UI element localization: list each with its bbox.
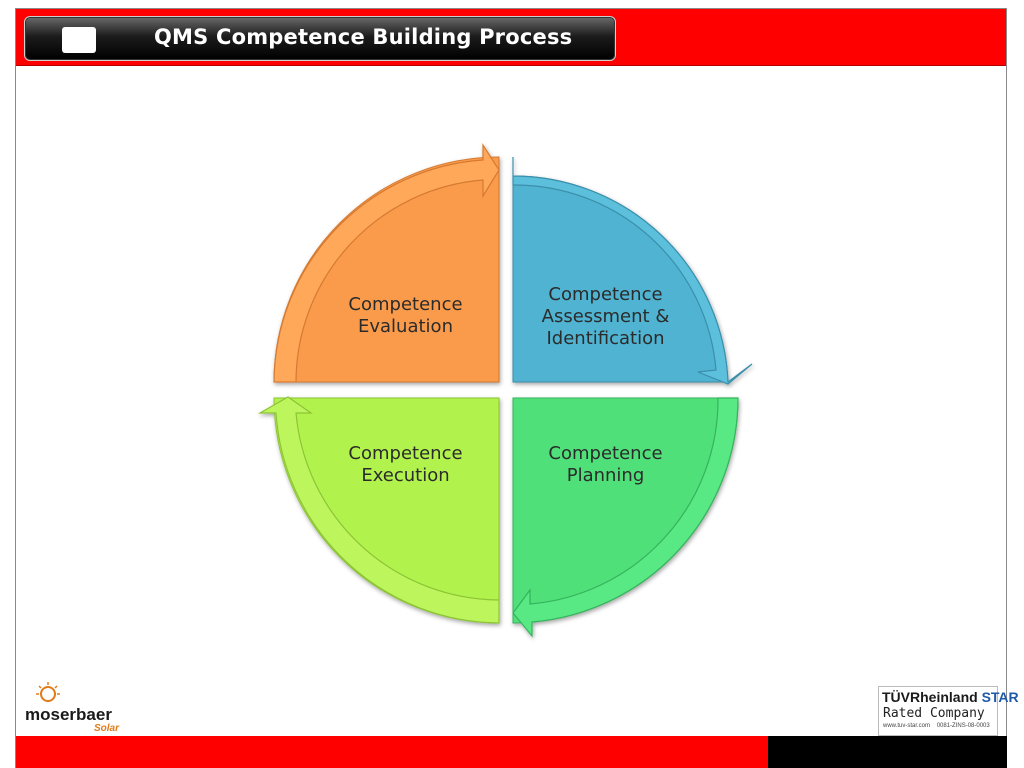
footer-black-bar xyxy=(768,736,1007,768)
label-assessment: Competence Assessment & Identification xyxy=(541,284,670,349)
label-planning: Competence Planning xyxy=(548,443,663,486)
moserbaer-wordmark: moserbaer xyxy=(25,705,112,724)
tuv-star-logo: TÜVRheinland STAR Rated Company www.tuv-… xyxy=(878,686,1019,736)
label-evaluation: Competence Evaluation xyxy=(348,294,463,337)
label-execution: Competence Execution xyxy=(348,443,463,486)
rated-company: Rated Company xyxy=(883,706,985,721)
segment-execution xyxy=(257,396,500,624)
tuv-url: www.tuv-star.com 0081-ZINS-08-0003 xyxy=(883,723,990,729)
solar-wordmark: Solar xyxy=(94,723,120,734)
footer-red-bar xyxy=(16,736,768,768)
segment-evaluation xyxy=(273,142,500,383)
moserbaer-logo: moserbaer Solar xyxy=(25,682,120,734)
segment-assessment xyxy=(512,157,753,385)
segment-planning xyxy=(512,397,739,638)
title-square-icon xyxy=(62,27,96,53)
tuv-brand: TÜVRheinland STAR xyxy=(882,689,1019,705)
slide-frame xyxy=(15,8,1007,768)
title-banner xyxy=(24,16,616,61)
page-title: QMS Competence Building Process xyxy=(154,25,573,49)
